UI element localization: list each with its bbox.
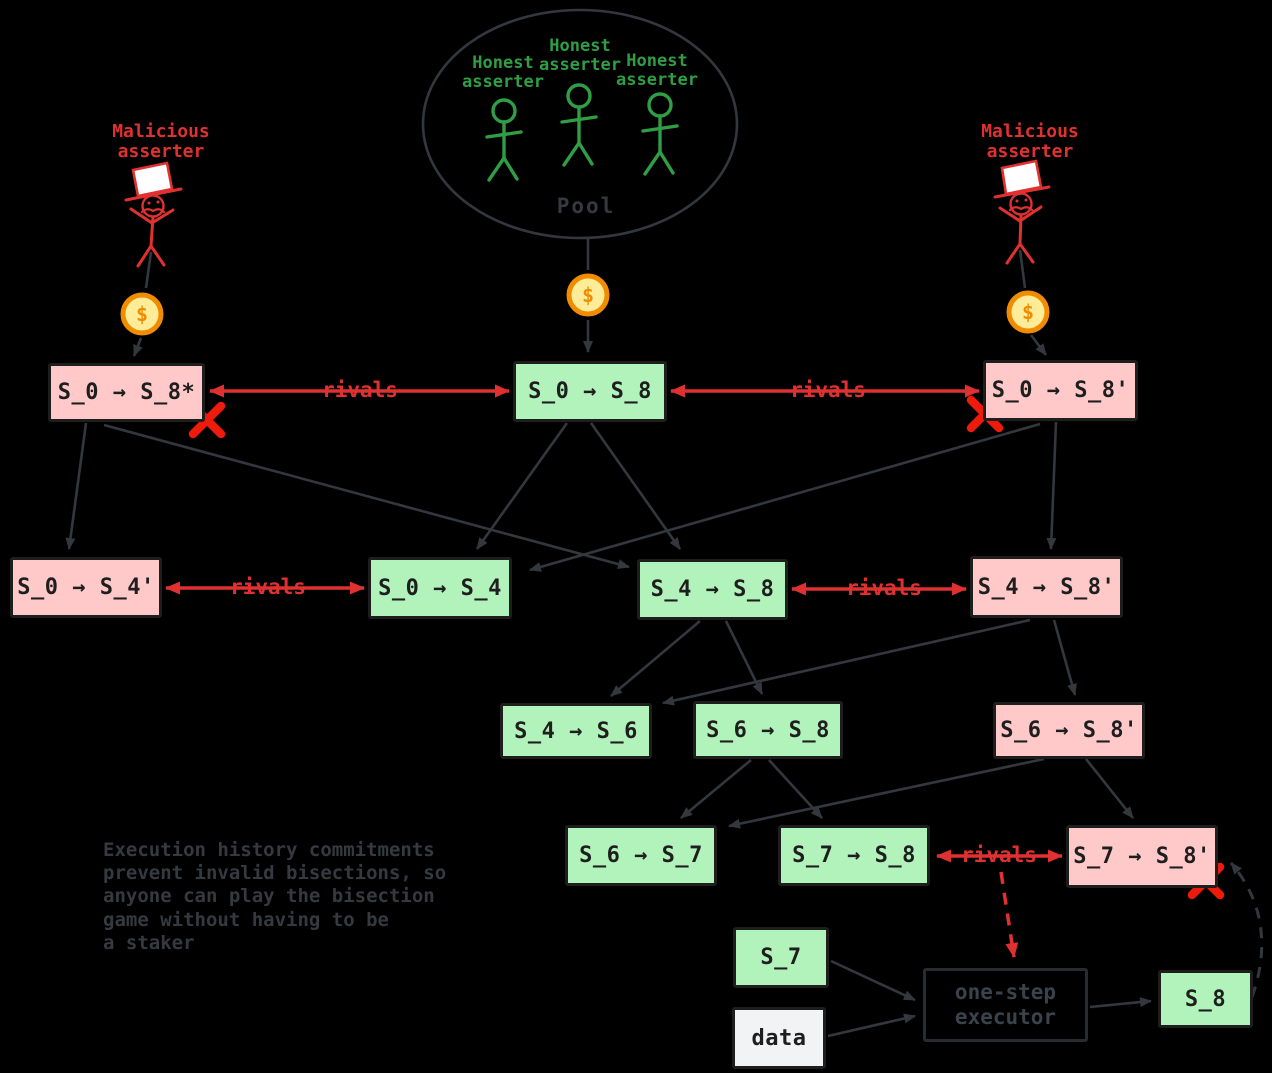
coin-icon-center: $ (566, 273, 610, 317)
coin-icon-left: $ (120, 292, 164, 336)
malicious-asserter-figure-left (124, 161, 183, 268)
pool-label: Pool (556, 194, 616, 218)
state-box-s0-s8-prime: S_0 → S_8' (983, 360, 1138, 421)
rivals-label-2: rivals (790, 378, 866, 402)
state-box-s0-s4: S_0 → S_4 (368, 557, 512, 619)
rivals-label-3: rivals (230, 575, 306, 599)
honest-asserter-label-2: Honest asserter (539, 36, 621, 75)
refutation-dashed-arrow (1229, 862, 1264, 998)
explanation-note: Execution history commitments prevent in… (103, 839, 447, 954)
state-box-s4-s8-prime: S_4 → S_8' (970, 556, 1123, 618)
dispute-to-executor-dashed-arrow (999, 871, 1019, 958)
rivals-label-5: rivals (961, 843, 1037, 867)
pool-ellipse (421, 8, 739, 240)
one-step-executor-box: one-step executor (923, 968, 1088, 1042)
stake-arrows (132, 238, 1048, 357)
rivals-label-4: rivals (846, 576, 922, 600)
coin-icon-right: $ (1006, 290, 1050, 334)
dollar-sign: $ (136, 302, 148, 326)
malicious-asserter-figure-right (993, 159, 1051, 265)
state-box-s0-s8: S_0 → S_8 (513, 361, 667, 422)
state-box-s4-s6: S_4 → S_6 (500, 703, 652, 759)
dollar-sign: $ (582, 283, 594, 307)
honest-asserter-figure-2 (560, 83, 598, 167)
state-box-s0-s4-prime: S_0 → S_4' (10, 557, 162, 618)
honest-asserter-label-1: Honest asserter (462, 53, 544, 92)
rivals-arrows (165, 384, 1063, 863)
bisection-edges (65, 421, 1152, 1038)
data-box: data (732, 1007, 826, 1069)
honest-asserter-figure-1 (485, 98, 523, 182)
malicious-asserter-label-right: Malicious asserter (981, 121, 1079, 162)
rivals-label-1: rivals (322, 378, 398, 402)
honest-asserter-figure-3 (641, 92, 679, 176)
honest-asserter-label-3: Honest asserter (616, 51, 698, 90)
state-box-s0-s8-star: S_0 → S_8* (48, 363, 205, 422)
dollar-sign: $ (1022, 300, 1034, 324)
state-box-s7: S_7 (733, 927, 829, 988)
state-box-s6-s8: S_6 → S_8 (693, 701, 843, 759)
state-box-s7-s8: S_7 → S_8 (778, 825, 930, 886)
state-box-s6-s8-prime: S_6 → S_8' (993, 702, 1145, 759)
state-box-s4-s8: S_4 → S_8 (637, 559, 788, 620)
state-box-s7-s8-prime: S_7 → S_8' (1066, 825, 1218, 888)
state-box-s6-s7: S_6 → S_7 (565, 825, 717, 886)
malicious-asserter-label-left: Malicious asserter (112, 121, 210, 162)
state-box-s8: S_8 (1158, 970, 1253, 1028)
